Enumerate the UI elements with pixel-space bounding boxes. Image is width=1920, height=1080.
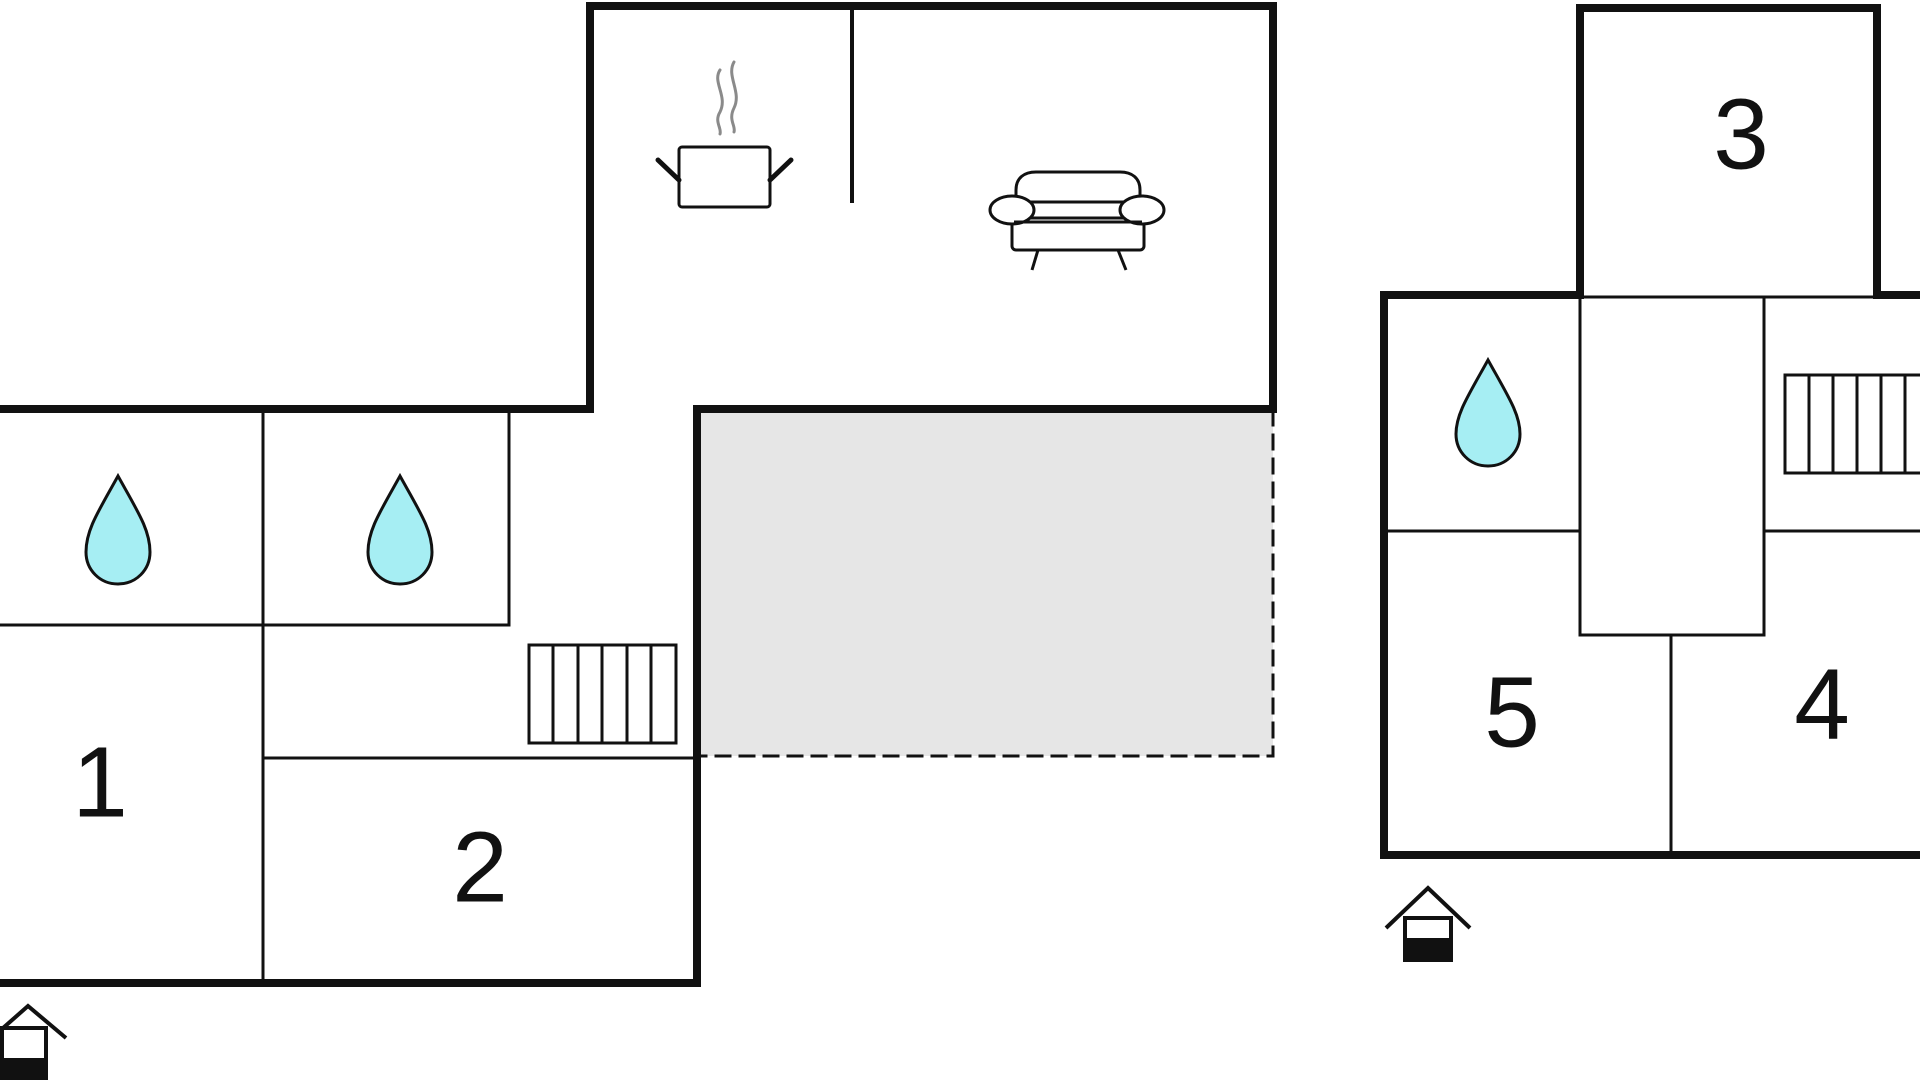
water-drop-icon xyxy=(366,472,434,586)
terrace-area xyxy=(697,411,1273,756)
room-2-label: 2 xyxy=(452,811,508,923)
right-building-outer-wall xyxy=(1380,291,1920,859)
cooking-pot-icon xyxy=(655,60,794,209)
room-3-walls xyxy=(1576,4,1881,299)
sofa-icon xyxy=(988,170,1166,271)
left-building xyxy=(0,2,1277,987)
terrace-dashed-border xyxy=(695,409,1275,758)
stairs-icon xyxy=(527,643,678,745)
room-3-label: 3 xyxy=(1713,78,1769,190)
stairs-icon xyxy=(1783,373,1920,475)
room-4-label: 4 xyxy=(1794,648,1850,760)
left-building-outer-wall xyxy=(0,2,1277,987)
water-drop-icon xyxy=(84,472,152,586)
right-building xyxy=(1380,4,1920,859)
water-drop-icon xyxy=(1454,356,1522,468)
corridor-walls xyxy=(1578,295,1766,637)
house-entrance-icon xyxy=(1384,885,1472,962)
room-5-label: 5 xyxy=(1484,656,1540,768)
room-1-label: 1 xyxy=(72,726,128,838)
house-entrance-icon xyxy=(0,1003,68,1080)
